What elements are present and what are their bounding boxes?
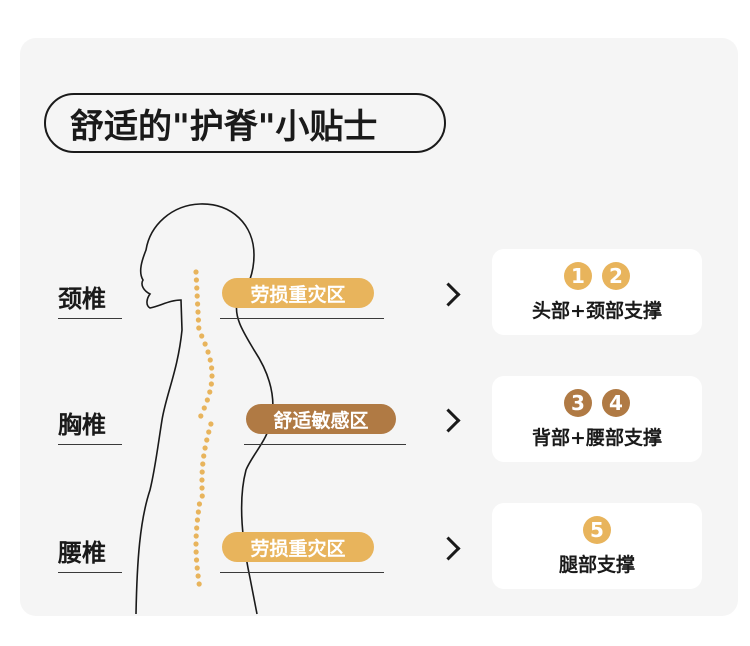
- label-cervical: 颈椎: [58, 285, 106, 313]
- number-badges: 5: [583, 515, 611, 544]
- label-underline: [58, 318, 122, 319]
- support-box-3: 5 腿部支撑: [492, 503, 702, 589]
- tag-thoracic: 舒适敏感区: [246, 404, 396, 434]
- page-title: 舒适的"护脊"小贴士: [44, 93, 446, 153]
- support-text: 腿部支撑: [558, 553, 635, 576]
- tag-underline: [220, 572, 384, 573]
- support-box-2: 3 4 背部+腰部支撑: [492, 376, 702, 462]
- number-badge: 4: [602, 388, 630, 417]
- label-lumbar: 腰椎: [58, 539, 106, 567]
- label-thoracic: 胸椎: [58, 411, 106, 439]
- number-badges: 3 4: [564, 388, 630, 417]
- tag-underline: [244, 444, 406, 445]
- number-badge: 1: [564, 261, 592, 290]
- tag-underline: [220, 318, 384, 319]
- number-badges: 1 2: [564, 261, 630, 290]
- number-badge: 2: [602, 261, 630, 290]
- tag-lumbar: 劳损重灾区: [222, 532, 374, 562]
- label-underline: [58, 444, 122, 445]
- label-underline: [58, 572, 122, 573]
- tag-cervical: 劳损重灾区: [222, 278, 374, 308]
- number-badge: 5: [583, 515, 611, 544]
- support-text: 背部+腰部支撑: [532, 426, 662, 449]
- support-box-1: 1 2 头部+颈部支撑: [492, 249, 702, 335]
- number-badge: 3: [564, 388, 592, 417]
- support-text: 头部+颈部支撑: [532, 299, 662, 322]
